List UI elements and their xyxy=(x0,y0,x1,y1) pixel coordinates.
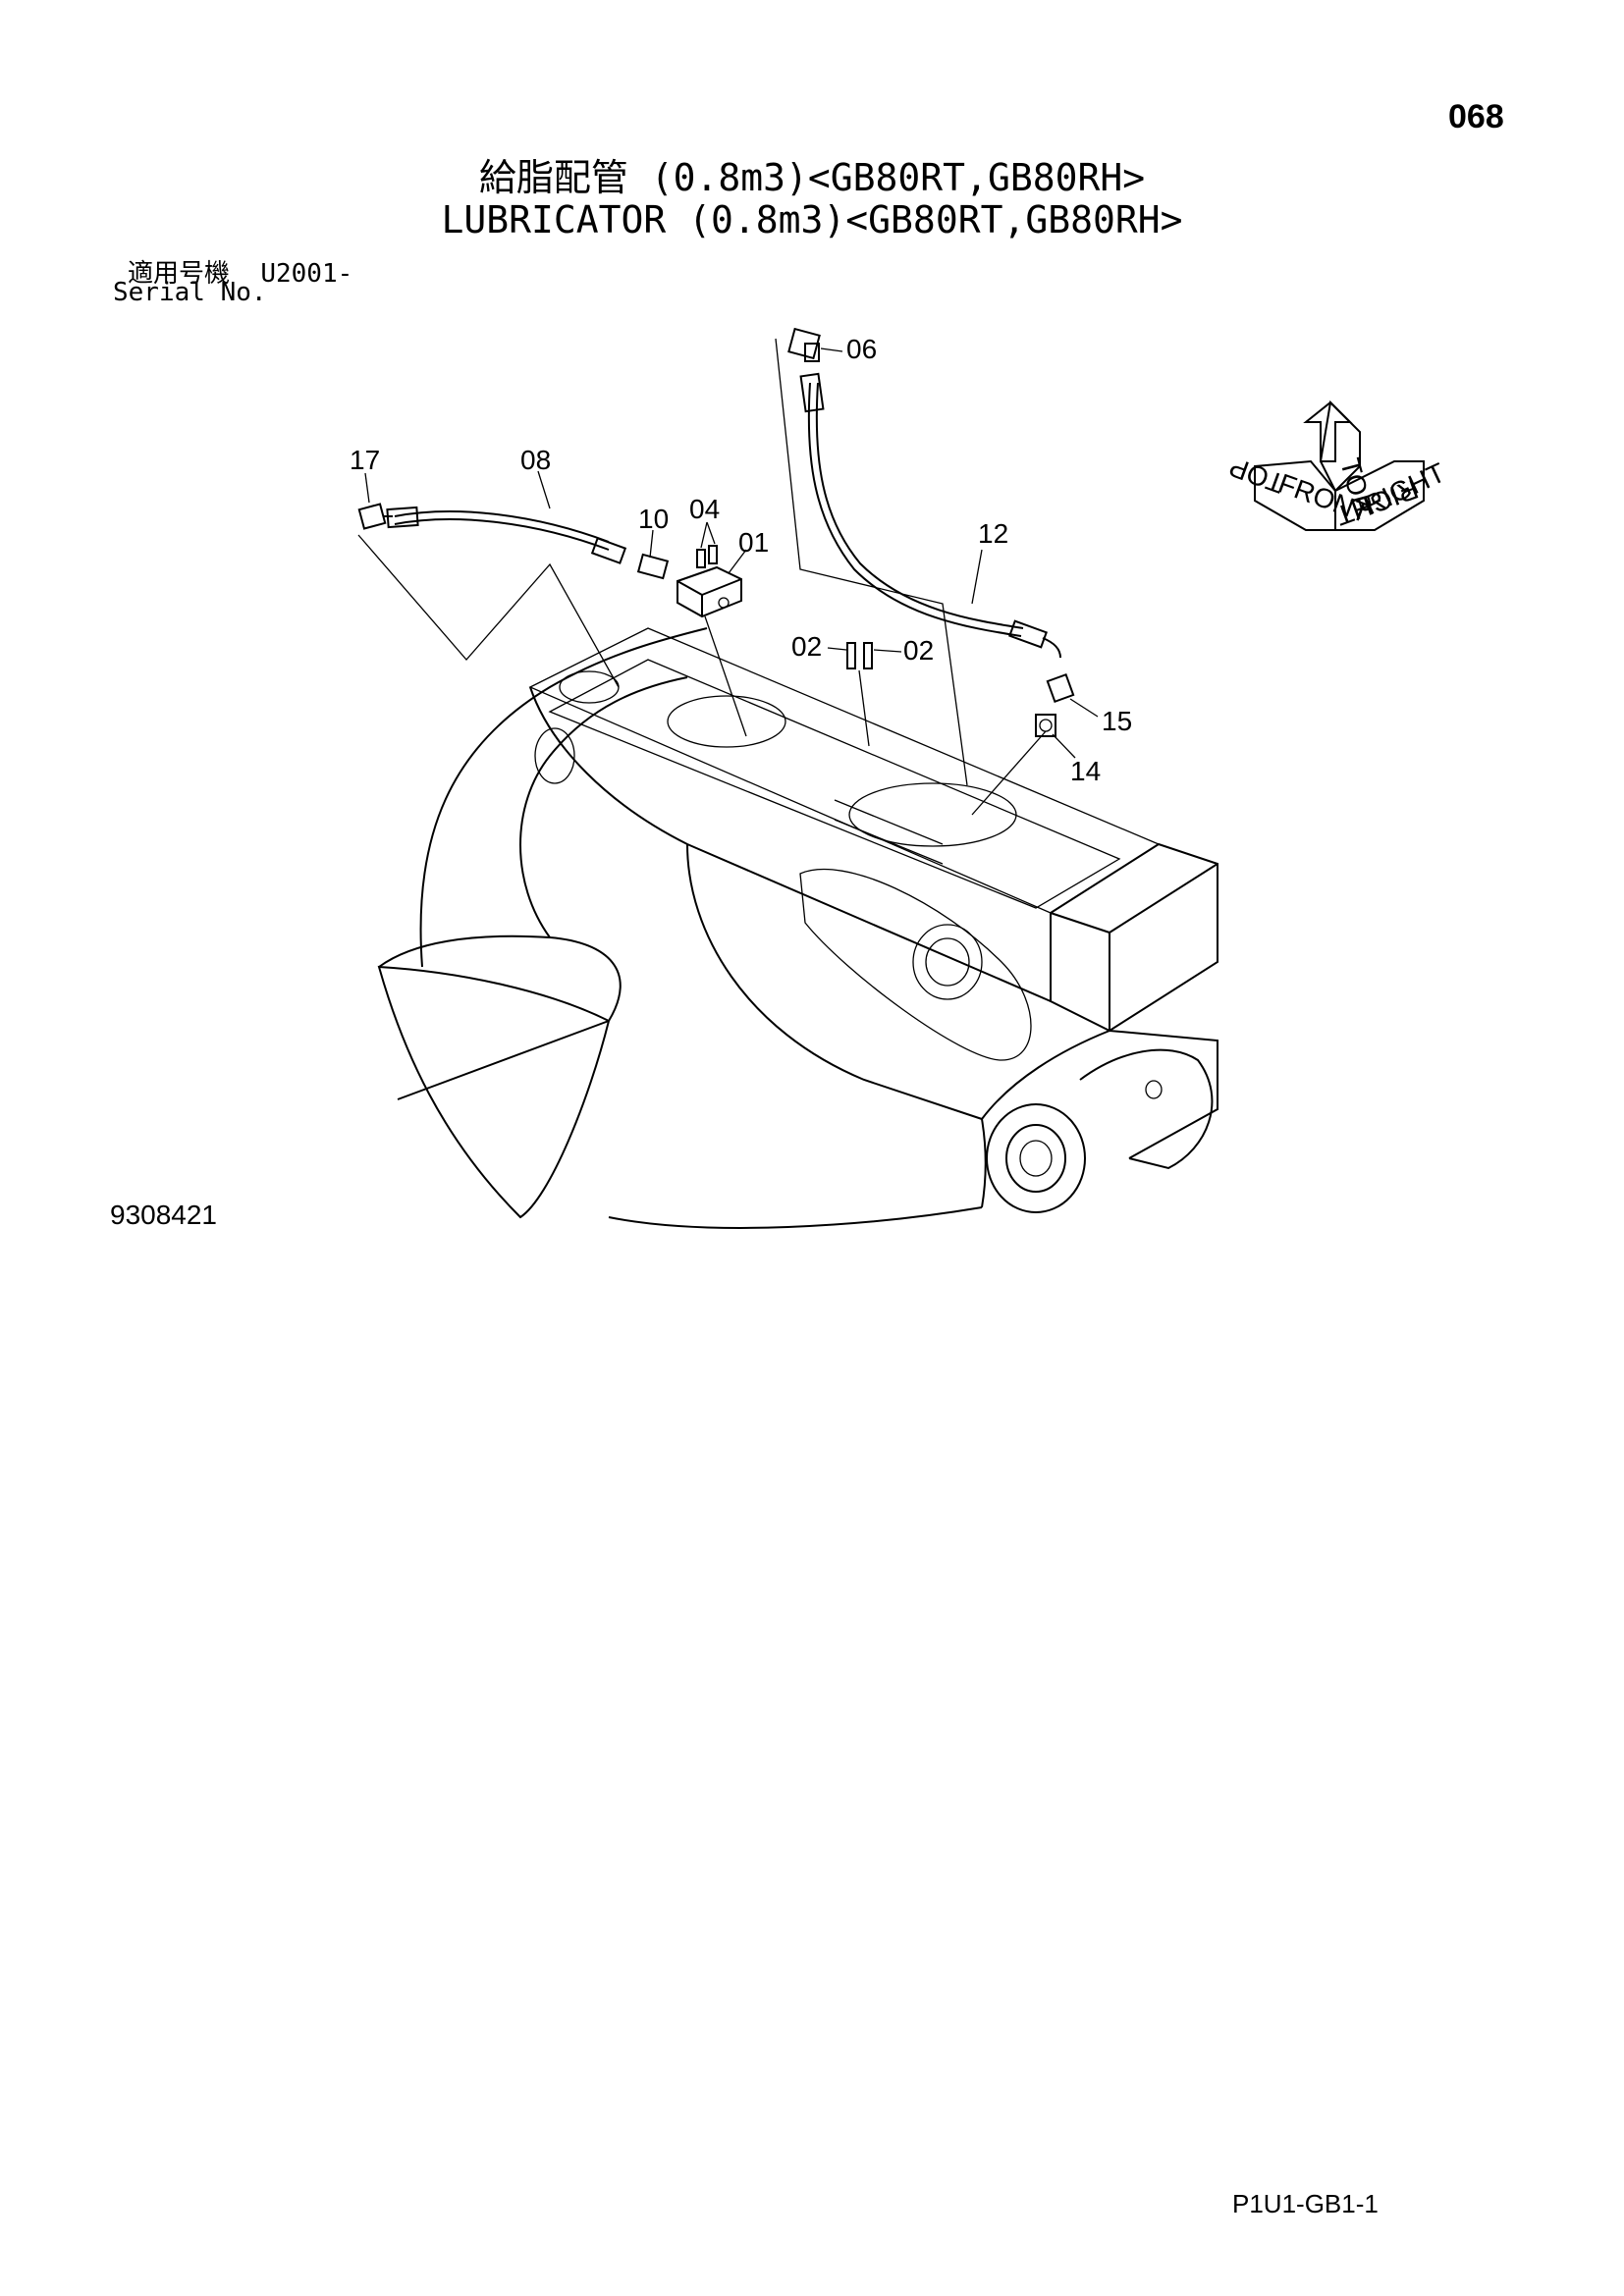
orientation-compass-icon: FRONT RIGHT TOP TOP RIGHT xyxy=(1225,400,1449,531)
callout-17: 17 xyxy=(350,445,380,475)
block-01-icon xyxy=(677,565,742,618)
bolts-02-icon xyxy=(846,642,873,669)
fitting-04-icon xyxy=(696,545,718,568)
callout-02-right: 02 xyxy=(903,635,934,666)
fitting-10-icon xyxy=(636,553,670,580)
serial-label-english: Serial No. xyxy=(113,278,267,307)
page-title-japanese: 給脂配管 (0.8m3)<GB80RT,GB80RH> xyxy=(478,156,1146,199)
page-number: 068 xyxy=(1448,98,1504,135)
compass-top2-label: TOP xyxy=(1225,452,1288,500)
hose-12-drawing xyxy=(799,372,1061,659)
fitting-14-icon xyxy=(1035,714,1056,737)
callout-15: 15 xyxy=(1102,706,1132,736)
callout-10: 10 xyxy=(638,504,669,534)
hose-08-drawing xyxy=(386,506,627,564)
fitting-15-icon xyxy=(1046,672,1075,704)
figure-number: 9308421 xyxy=(110,1200,218,1230)
page-code: P1U1-GB1-1 xyxy=(1232,2189,1379,2218)
callout-06: 06 xyxy=(846,334,877,364)
leader-lines xyxy=(357,338,1099,816)
boom-frame-drawing xyxy=(377,627,1218,1229)
callout-02-left: 02 xyxy=(791,631,822,662)
serial-label-japanese: 適用号機 U2001- xyxy=(128,253,352,290)
serial-label-ja-text: 適用号機 xyxy=(128,259,231,289)
fitting-17-icon xyxy=(357,503,393,530)
callout-04: 04 xyxy=(689,494,720,524)
serial-value: U2001- xyxy=(260,259,353,289)
fitting-06-icon xyxy=(787,327,821,362)
callout-12: 12 xyxy=(978,518,1008,549)
callout-14: 14 xyxy=(1070,756,1101,786)
page-title-english: LUBRICATOR (0.8m3)<GB80RT,GB80RH> xyxy=(441,198,1183,241)
callout-01: 01 xyxy=(738,527,769,558)
callout-08: 08 xyxy=(520,445,551,475)
